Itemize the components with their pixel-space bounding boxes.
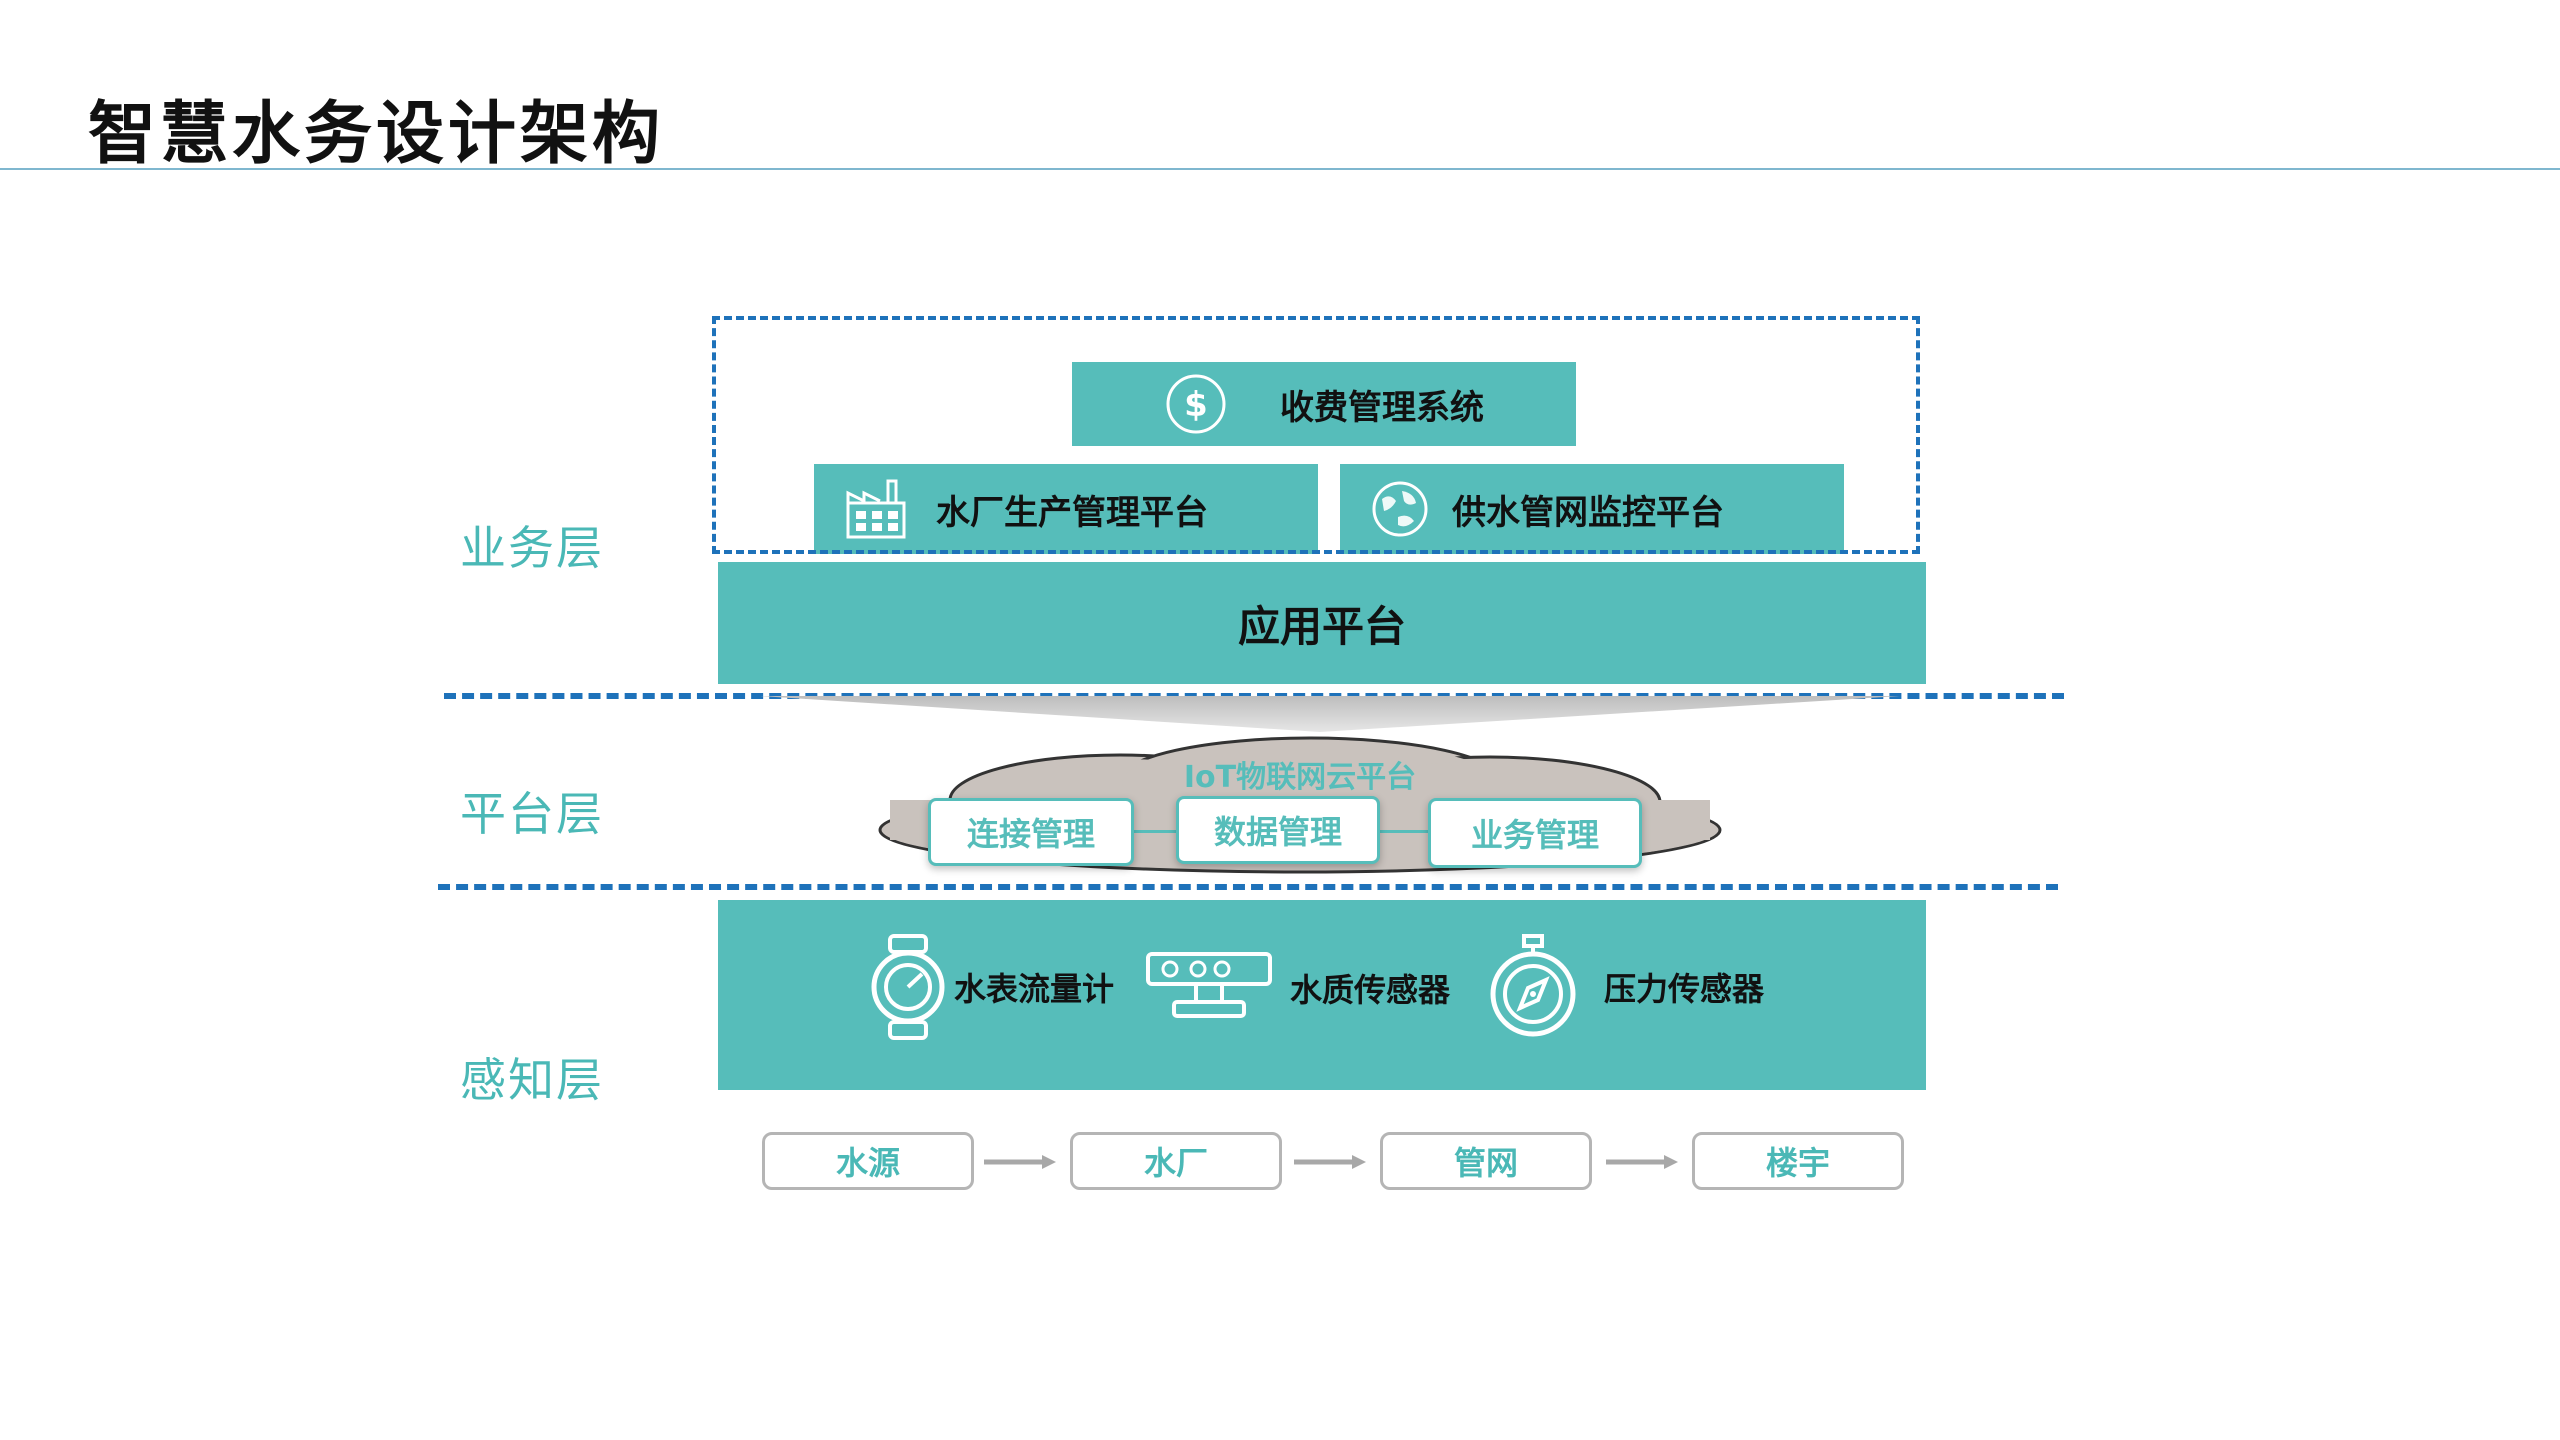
flow-arrow-icon (984, 1155, 1056, 1169)
factory-icon (842, 475, 910, 543)
sensor-water-quality: 水质传感器 (1144, 948, 1450, 1028)
business-management-label: 业务管理 (1470, 816, 1599, 854)
perception-layer-box (718, 900, 1926, 1090)
globe-icon (1368, 477, 1432, 541)
flow-step-plant: 水厂 (1070, 1132, 1282, 1190)
plant-management-box: 水厂生产管理平台 (814, 464, 1318, 554)
sensor-water-meter: 水表流量计 (868, 932, 1114, 1042)
svg-text:$: $ (1184, 385, 1208, 425)
business-management-box: 业务管理 (1428, 798, 1642, 868)
flow-arrow-icon (1606, 1155, 1678, 1169)
page-title: 智慧水务设计架构 (88, 95, 665, 174)
water-meter-icon (868, 932, 948, 1042)
data-management-box: 数据管理 (1176, 796, 1380, 864)
plant-management-label: 水厂生产管理平台 (936, 492, 1208, 533)
flow-step-network-label: 管网 (1453, 1144, 1518, 1182)
quality-sensor-icon (1144, 948, 1274, 1028)
flow-step-source: 水源 (762, 1132, 974, 1190)
business-layer-dashed-frame (712, 316, 1920, 554)
network-monitoring-box: 供水管网监控平台 (1340, 464, 1844, 554)
flow-step-building-label: 楼宇 (1765, 1144, 1830, 1182)
flow-step-source-label: 水源 (835, 1144, 900, 1182)
sensor-water-meter-label: 水表流量计 (954, 970, 1115, 1008)
layer-label-business: 业务层 (460, 521, 604, 575)
application-platform-box: 应用平台 (718, 562, 1926, 684)
dollar-icon: $ (1164, 372, 1228, 436)
title-divider (0, 168, 2560, 170)
flow-step-plant-label: 水厂 (1143, 1144, 1208, 1182)
flow-step-network: 管网 (1380, 1132, 1592, 1190)
flow-step-building: 楼宇 (1692, 1132, 1904, 1190)
billing-system-box: $ 收费管理系统 (1072, 362, 1576, 446)
connection-management-label: 连接管理 (966, 815, 1095, 853)
sensor-pressure: 压力传感器 (1486, 934, 1764, 1040)
cloud-title: IoT物联网云平台 (1183, 760, 1417, 795)
connection-management-box: 连接管理 (928, 798, 1134, 866)
sensor-pressure-label: 压力传感器 (1604, 970, 1765, 1008)
billing-system-label: 收费管理系统 (1280, 387, 1484, 428)
pressure-gauge-icon (1486, 934, 1580, 1040)
connector-line-2 (1376, 830, 1428, 833)
connector-line-1 (1130, 830, 1178, 833)
layer-label-platform: 平台层 (460, 787, 604, 841)
sensor-water-quality-label: 水质传感器 (1290, 971, 1451, 1009)
funnel-shadow (760, 696, 1900, 732)
layer-separator-bottom (438, 884, 2058, 890)
application-platform-label: 应用平台 (1237, 601, 1406, 651)
network-monitoring-label: 供水管网监控平台 (1452, 492, 1724, 533)
layer-label-perception: 感知层 (460, 1053, 604, 1107)
flow-arrow-icon (1294, 1155, 1366, 1169)
data-management-label: 数据管理 (1213, 813, 1342, 851)
